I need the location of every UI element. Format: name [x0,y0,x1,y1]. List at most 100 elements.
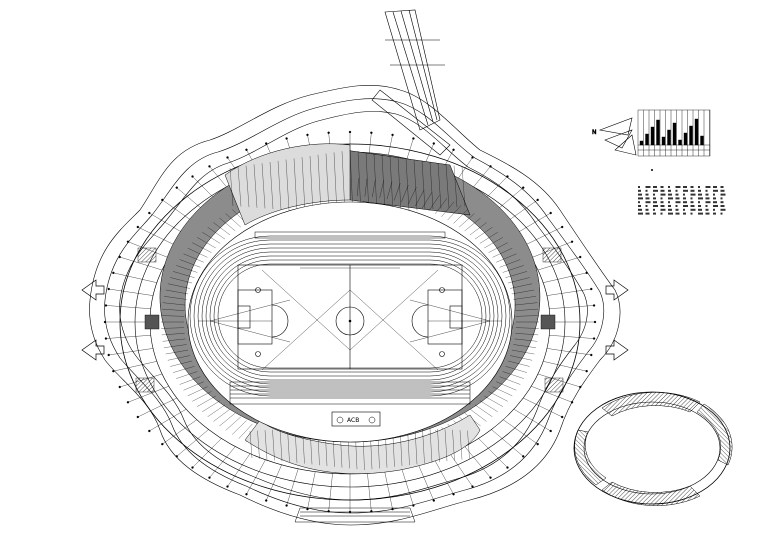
seat-row [183,381,204,391]
grid-node [452,148,455,151]
note-text-mark [638,205,641,207]
note-text-mark [720,186,724,188]
entrance-arrows [81,279,629,361]
note-text-mark [645,201,651,204]
building-line [293,158,298,211]
seat-row [499,259,521,268]
note-text-mark [683,189,688,192]
seat-row [515,327,539,329]
note-text-mark [660,193,666,196]
seat-row [511,289,535,295]
grid-node [585,271,588,274]
grid-line [401,468,414,506]
note-text-mark [645,189,648,192]
seat-row [372,179,376,198]
note-text-mark [683,197,686,200]
building-line [261,163,266,209]
grid-node [306,507,309,511]
notes-block [638,186,726,215]
grid-line [286,468,299,506]
seat-row [225,213,241,228]
seat-row [474,404,493,417]
building-line [461,166,466,207]
note-text-mark [705,197,710,200]
note-text-mark [660,208,666,211]
seat-row [379,180,384,199]
grid-node [522,186,525,189]
seat-row [505,271,527,278]
seat-row [464,217,481,232]
note-text-mark [683,205,688,207]
note-text-mark [705,205,708,207]
seat-row [207,227,226,240]
seat-row [213,222,231,236]
seat-row [502,371,524,379]
note-text-mark [713,212,716,215]
grid-line [227,453,251,487]
grid-node [265,142,268,145]
note-text-mark [713,193,715,196]
building-line [437,163,442,209]
legend-bar [700,135,704,146]
grid-node [191,175,194,178]
note-text-mark [660,197,663,200]
grid-line [367,473,372,512]
building-line [422,428,425,464]
grid-node [348,130,352,134]
grid-line [137,397,177,418]
building-line [389,155,394,213]
note-text-mark [645,205,648,207]
note-text-mark [675,189,678,192]
note-text-mark [713,205,718,207]
building-line [453,165,458,208]
seat-row [513,344,536,348]
grid-line [113,361,157,372]
building-line [229,167,234,207]
legend-bar [650,126,655,146]
legend-bar [672,122,677,146]
building-line [309,155,314,213]
note-text-mark [660,201,664,204]
building-line [421,160,426,210]
grid-node [103,320,107,324]
grid-node [136,415,139,419]
building-line [249,430,253,459]
grid-line [537,256,581,271]
grid-line [113,272,157,283]
grid-line [105,305,151,309]
seat-row [164,296,187,300]
grid-node [370,131,373,134]
legend-bar [645,133,649,146]
key-plan [573,391,733,506]
grid-line [523,397,563,418]
seat-row [447,205,462,221]
building-line [373,153,378,214]
grid-node [561,415,564,419]
note-text-mark [698,193,702,196]
note-text-mark [705,208,709,211]
south-plaza [294,507,416,523]
note-text-mark [653,197,656,200]
seat-row [496,253,517,263]
building-line [287,428,290,463]
grid-node [592,337,596,340]
grid-node [585,370,588,373]
seat-row [170,277,193,284]
grid-node [592,304,596,307]
note-text-mark [675,212,680,215]
seat-row [207,404,226,417]
seat-row [197,237,216,249]
grid-node [432,499,435,502]
grid-node [148,211,151,215]
legend-bar [694,118,699,146]
seat-row [459,213,475,228]
legend-bar [683,132,688,146]
note-text-mark [690,201,694,204]
grid-node [104,304,108,307]
grid-node [126,240,130,243]
note-text-mark [698,205,701,207]
seat-row [484,395,503,407]
grid-node [412,504,415,507]
seat-row [515,333,539,336]
